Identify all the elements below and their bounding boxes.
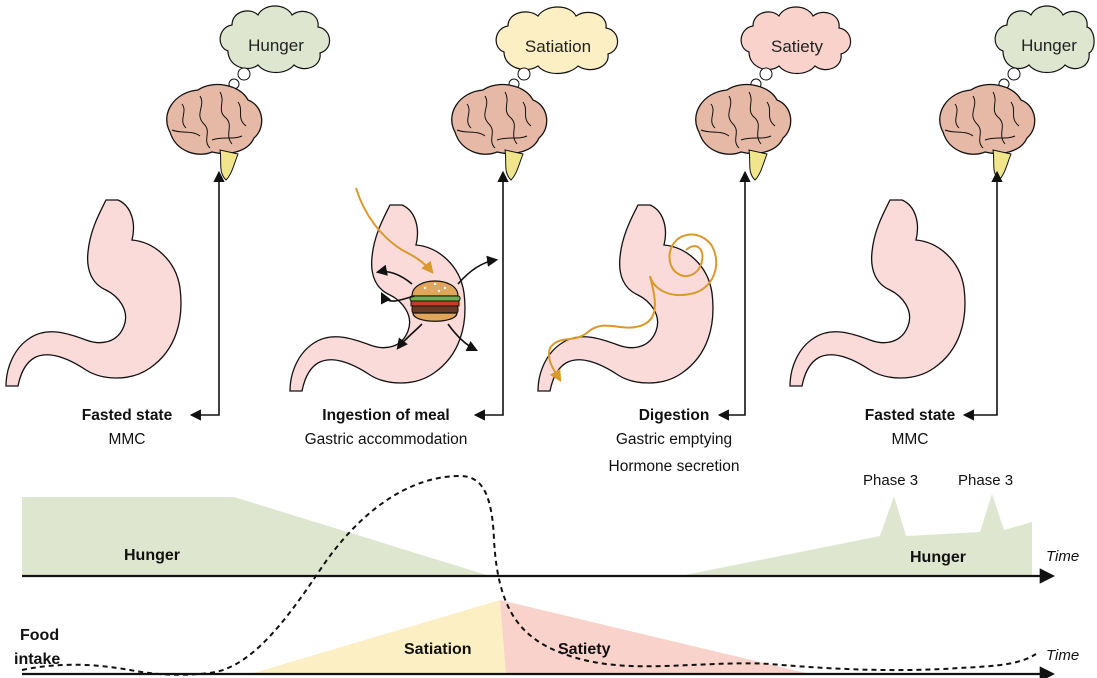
brain-icon (696, 85, 791, 180)
stage-4: Hunger Fasted state MMC (790, 6, 1094, 448)
thought-text: Satiation (525, 37, 591, 56)
stage-3: Satiety Digestion Gastric emptying Hormo… (538, 7, 851, 475)
phase-3-label: Phase 3 (958, 472, 1013, 489)
stage-title: Fasted state (82, 407, 173, 424)
stomach-icon (538, 205, 713, 391)
satiety-label: Satiety (558, 641, 611, 658)
signal-arrow (965, 173, 997, 415)
stage-subtitle: MMC (891, 431, 928, 448)
time-axis-label: Time (1046, 548, 1079, 565)
signal-arrow (720, 173, 745, 415)
stage-subtitle: Gastric accommodation (305, 431, 468, 448)
hunger-label-left: Hunger (124, 547, 180, 564)
satiation-area (250, 600, 506, 674)
thought-bubble: Satiation (496, 7, 617, 74)
stage-title: Digestion (639, 407, 710, 424)
satiety-area (500, 600, 810, 674)
thought-bubble: Hunger (995, 6, 1094, 73)
time-axis-label: Time (1046, 647, 1079, 664)
hunger-area-right (680, 494, 1032, 576)
satiation-label: Satiation (404, 641, 472, 658)
hunger-timeline: Hunger Hunger Phase 3 Phase 3 Time (22, 472, 1079, 576)
stage-subtitle: Gastric emptying (616, 431, 732, 448)
thought-text: Satiety (771, 37, 823, 56)
thought-text: Hunger (248, 36, 304, 55)
burger-icon (410, 281, 460, 321)
thought-bubble: Satiety (741, 7, 850, 74)
stage-subtitle: MMC (108, 431, 145, 448)
phase-3-label: Phase 3 (863, 472, 918, 489)
stage-2: Satiation Ingestion of meal Gastric acco… (290, 7, 618, 448)
thought-text: Hunger (1021, 36, 1077, 55)
food-intake-label: Food (20, 627, 59, 644)
stage-1: Hunger Fasted state MMC (6, 6, 330, 448)
thought-bubble: Hunger (220, 6, 329, 73)
brain-icon (452, 85, 547, 180)
brain-icon (940, 85, 1035, 180)
stage-title: Fasted state (865, 407, 956, 424)
signal-arrow (192, 173, 219, 415)
hunger-area-left (22, 497, 490, 576)
hunger-label-right: Hunger (910, 549, 966, 566)
stage-subtitle: Hormone secretion (609, 458, 740, 475)
signal-arrow (476, 173, 503, 415)
stomach-icon (6, 200, 181, 386)
brain-icon (167, 85, 262, 180)
stage-title: Ingestion of meal (322, 407, 449, 424)
stomach-icon (790, 200, 965, 386)
